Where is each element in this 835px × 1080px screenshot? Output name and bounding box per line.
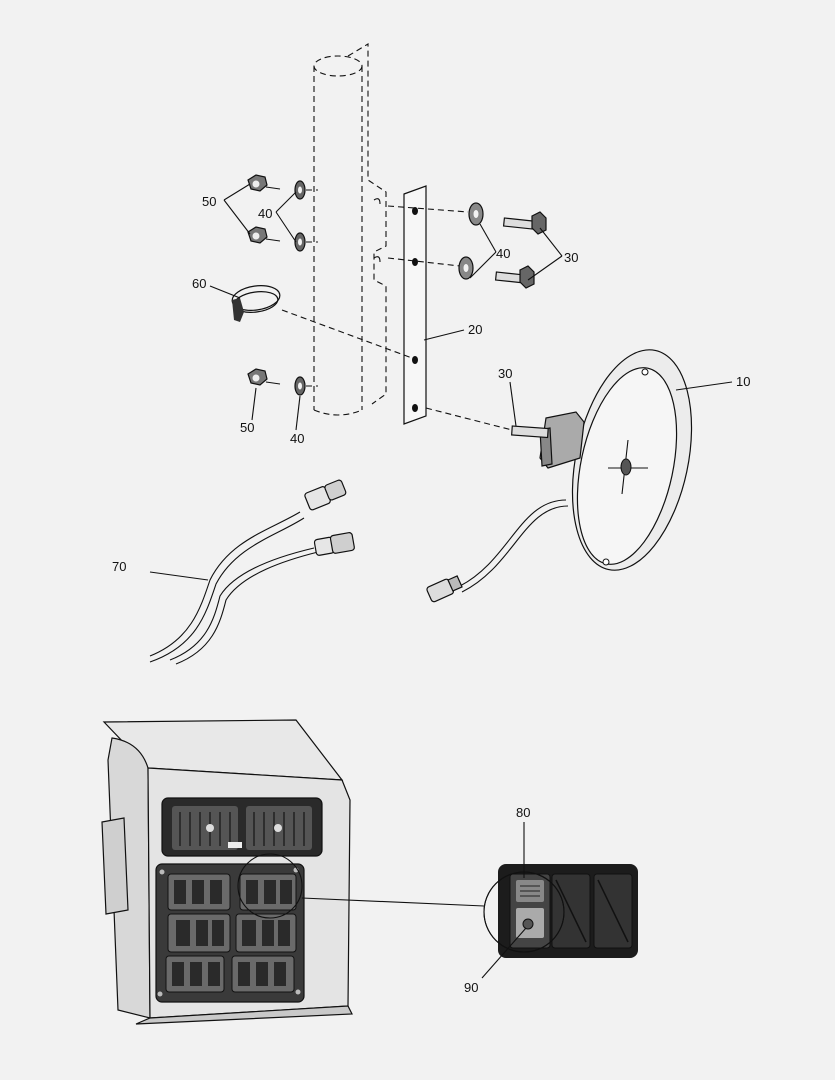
callout-50-top: 50: [202, 194, 216, 209]
nut-50-top: [247, 174, 281, 192]
leader-lines: [149, 183, 733, 979]
mirror-head-10: [539, 349, 693, 571]
nut-50-bottom: [247, 368, 281, 386]
washer-40-left-bottom: [294, 376, 306, 396]
callout-40-bottom: 40: [290, 431, 304, 446]
dashboard-console: [101, 719, 485, 1025]
callout-40-left: 40: [258, 206, 272, 221]
mirror-stud-30: [511, 425, 549, 439]
switch-detail-inset: [483, 864, 638, 958]
assembly-lines: [281, 189, 513, 431]
washer-40-left-middle: [294, 232, 306, 252]
callout-80: 80: [516, 805, 530, 820]
bolt-30-top: [502, 211, 547, 235]
bolt-30-middle: [494, 265, 535, 289]
mirror-cable: [426, 499, 569, 603]
washer-40-right-middle: [458, 256, 474, 280]
callout-20: 20: [468, 322, 482, 337]
washer-40-right-top: [468, 202, 484, 226]
clamp-60: [231, 285, 281, 322]
callout-40-right: 40: [496, 246, 510, 261]
callout-30-stud: 30: [498, 366, 512, 381]
nut-50-middle: [247, 226, 281, 244]
washer-40-left-top: [294, 180, 306, 200]
callout-90: 90: [464, 980, 478, 995]
bracket-plate-20: [403, 185, 427, 425]
mirror-arm-post: [313, 43, 387, 416]
callout-70: 70: [112, 559, 126, 574]
callout-10: 10: [736, 374, 750, 389]
callout-50-bottom: 50: [240, 420, 254, 435]
wire-harness-70: [149, 479, 355, 665]
callout-labels: 10 20 30 30 40 40 40 50 50 60 70 80 90: [112, 194, 750, 995]
callout-30-bolts: 30: [564, 250, 578, 265]
callout-60: 60: [192, 276, 206, 291]
